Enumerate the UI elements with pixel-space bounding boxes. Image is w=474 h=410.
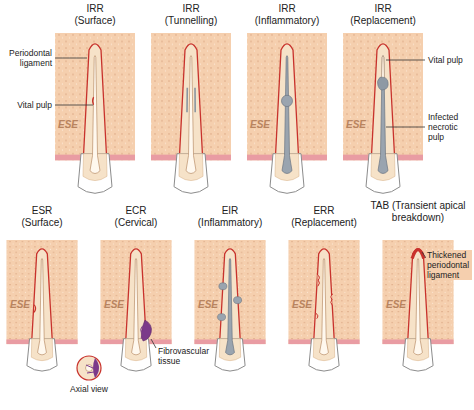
thickened-ligament [412,250,424,259]
resorption-lesion [219,283,227,290]
vital-pulp [382,56,385,79]
tooth-panel [247,33,327,193]
watermark: ESE [292,300,312,310]
panel-title: ECR (Cervical) [115,205,158,228]
watermark: ESE [58,120,78,130]
watermark: ESE [250,120,270,130]
watermark: ESE [198,300,218,310]
callout-label: Infected necrotic pulp [428,112,472,142]
watermark: ESE [10,300,30,310]
panel-title: EIR (Inflammatory) [198,205,262,228]
vital-pulp [90,56,100,174]
bone-replacement [316,275,333,319]
tunnel [187,88,195,113]
panel-title: IRR (Tunnelling) [165,3,217,26]
resorption-cavity [282,95,293,106]
callout-label: Vital pulp [2,100,52,110]
fibrovascular-tissue [141,320,151,341]
resorption-lesion [218,314,226,321]
panel-title: ESR (Surface) [21,205,62,228]
replacement-tissue [377,77,388,90]
vital-pulp [38,259,47,355]
resorption-channel [141,326,143,338]
callout-label: Vital pulp [428,55,472,65]
tooth-panel [55,33,135,193]
vital-pulp [320,259,329,355]
tooth-panel [6,240,77,371]
panel-title: IRR (Replacement) [350,3,416,26]
watermark: ESE [386,300,406,310]
pulp [282,56,292,174]
vital-pulp [132,259,141,355]
tooth-panel [343,33,423,193]
tooth-panel [151,33,231,193]
panel-title: IRR (Inflammatory) [255,3,319,26]
panel-title: TAB (Transient apical breakdown) [370,200,466,223]
axial-view [77,356,101,380]
callout-label: Periodontal ligament [2,48,52,68]
resorption-lesion [234,297,242,304]
necrotic-pulp [226,259,235,355]
watermark: ESE [104,300,124,310]
leader-lines [55,58,426,348]
resorption-notch [93,97,94,105]
surface-notch [34,305,36,313]
tooth-panel [288,240,359,371]
vital-pulp [414,259,423,355]
vital-pulp [186,56,196,174]
watermark: ESE [346,120,366,130]
callout-label: Fibrovascular tissue [158,346,212,366]
callout-label: Thickened periodontal ligament [426,250,472,280]
view-label: Axial view [59,384,119,394]
panel-title: ERR (Replacement) [291,205,357,228]
panel-title: IRR (Surface) [74,3,115,26]
necrotic-pulp [378,56,388,174]
